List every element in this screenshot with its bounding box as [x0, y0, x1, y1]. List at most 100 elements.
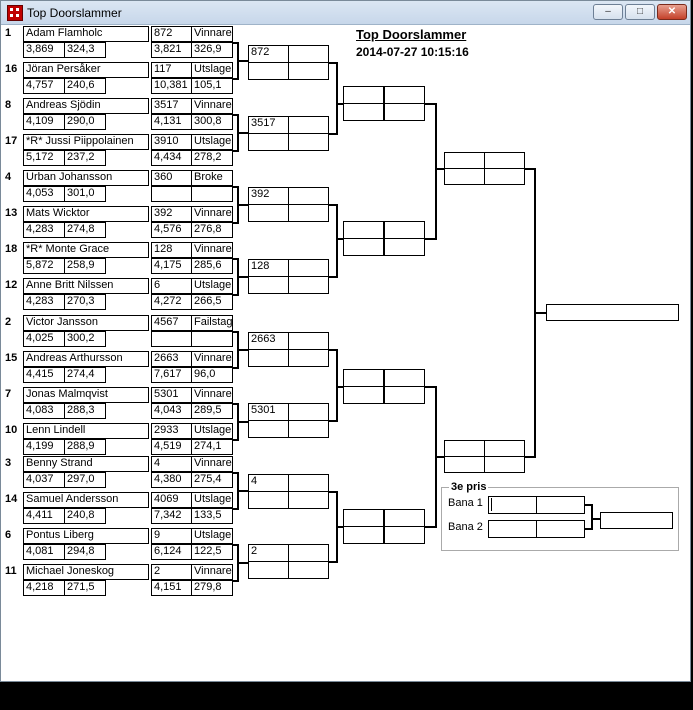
- car-number[interactable]: 9: [151, 528, 192, 544]
- speed-value[interactable]: 240,8: [64, 508, 106, 524]
- elapsed-time[interactable]: 7,342: [151, 508, 192, 524]
- driver-name[interactable]: *R* Monte Grace: [23, 242, 149, 258]
- driver-name[interactable]: Michael Joneskog: [23, 564, 149, 580]
- elapsed-time[interactable]: 4,175: [151, 258, 192, 274]
- driver-name[interactable]: Jonas Malmqvist: [23, 387, 149, 403]
- driver-name[interactable]: Pontus Liberg: [23, 528, 149, 544]
- result-status[interactable]: Vinnare: [191, 98, 233, 114]
- elapsed-time[interactable]: 4,043: [151, 403, 192, 419]
- speed-value[interactable]: 271,5: [64, 580, 106, 596]
- result-status[interactable]: Utslagen: [191, 492, 233, 508]
- speed-value[interactable]: 294,8: [64, 544, 106, 560]
- round2-number[interactable]: 2: [248, 544, 289, 562]
- speed-value[interactable]: 274,8: [64, 222, 106, 238]
- reaction-time[interactable]: 4,083: [23, 403, 65, 419]
- result-status[interactable]: Broke: [191, 170, 233, 186]
- round2-number[interactable]: 128: [248, 259, 289, 277]
- round2-time[interactable]: [288, 474, 329, 492]
- round2-number[interactable]: 2663: [248, 332, 289, 350]
- round2-time-2[interactable]: [288, 491, 329, 509]
- driver-name[interactable]: Victor Jansson: [23, 315, 149, 331]
- result-status[interactable]: Utslagen: [191, 423, 233, 439]
- speed-value[interactable]: 300,2: [64, 331, 106, 347]
- result-status[interactable]: Vinnare: [191, 564, 233, 580]
- speed-value[interactable]: 258,9: [64, 258, 106, 274]
- reaction-time[interactable]: 4,053: [23, 186, 65, 202]
- end-speed[interactable]: [191, 186, 233, 202]
- result-status[interactable]: Vinnare: [191, 206, 233, 222]
- round2-number-2[interactable]: [248, 349, 289, 367]
- result-status[interactable]: Vinnare: [191, 351, 233, 367]
- close-button[interactable]: ✕: [657, 4, 687, 20]
- reaction-time[interactable]: 3,869: [23, 42, 65, 58]
- driver-name[interactable]: Lenn Lindell: [23, 423, 149, 439]
- car-number[interactable]: 4: [151, 456, 192, 472]
- round2-time[interactable]: [288, 187, 329, 205]
- driver-name[interactable]: Adam Flamholc: [23, 26, 149, 42]
- elapsed-time[interactable]: 4,576: [151, 222, 192, 238]
- reaction-time[interactable]: 4,415: [23, 367, 65, 383]
- car-number[interactable]: 392: [151, 206, 192, 222]
- driver-name[interactable]: Anne Britt Nilssen: [23, 278, 149, 294]
- driver-name[interactable]: Andreas Arthursson: [23, 351, 149, 367]
- car-number[interactable]: 2933: [151, 423, 192, 439]
- minimize-button[interactable]: –: [593, 4, 623, 20]
- quarter-time[interactable]: [384, 509, 425, 527]
- driver-name[interactable]: Mats Wicktor: [23, 206, 149, 222]
- reaction-time[interactable]: 4,025: [23, 331, 65, 347]
- quarter-time[interactable]: [384, 221, 425, 239]
- driver-name[interactable]: Urban Johansson: [23, 170, 149, 186]
- quarter-number[interactable]: [343, 86, 384, 104]
- car-number[interactable]: 117: [151, 62, 192, 78]
- round2-time-2[interactable]: [288, 133, 329, 151]
- car-number[interactable]: 3910: [151, 134, 192, 150]
- quarter-number-2[interactable]: [343, 386, 384, 404]
- round2-number-2[interactable]: [248, 62, 289, 80]
- round2-time[interactable]: [288, 403, 329, 421]
- end-speed[interactable]: 276,8: [191, 222, 233, 238]
- round2-time-2[interactable]: [288, 420, 329, 438]
- round2-time[interactable]: [288, 116, 329, 134]
- driver-name[interactable]: Samuel Andersson: [23, 492, 149, 508]
- elapsed-time[interactable]: [151, 186, 192, 202]
- round2-number[interactable]: 4: [248, 474, 289, 492]
- round2-number[interactable]: 3517: [248, 116, 289, 134]
- reaction-time[interactable]: 5,172: [23, 150, 65, 166]
- quarter-time-2[interactable]: [384, 238, 425, 256]
- car-number[interactable]: 2663: [151, 351, 192, 367]
- end-speed[interactable]: 122,5: [191, 544, 233, 560]
- end-speed[interactable]: 278,2: [191, 150, 233, 166]
- car-number[interactable]: 128: [151, 242, 192, 258]
- round2-number-2[interactable]: [248, 420, 289, 438]
- quarter-number-2[interactable]: [343, 238, 384, 256]
- car-number[interactable]: 6: [151, 278, 192, 294]
- reaction-time[interactable]: 4,081: [23, 544, 65, 560]
- reaction-time[interactable]: 4,757: [23, 78, 65, 94]
- semi-time[interactable]: [484, 152, 525, 169]
- bana2-time[interactable]: [536, 520, 585, 538]
- end-speed[interactable]: 274,1: [191, 439, 233, 455]
- round2-time-2[interactable]: [288, 204, 329, 222]
- quarter-number[interactable]: [343, 369, 384, 387]
- result-status[interactable]: Failstage: [191, 315, 233, 331]
- driver-name[interactable]: Benny Strand: [23, 456, 149, 472]
- quarter-time-2[interactable]: [384, 103, 425, 121]
- end-speed[interactable]: 96,0: [191, 367, 233, 383]
- result-status[interactable]: Vinnare: [191, 456, 233, 472]
- final-result[interactable]: [546, 304, 679, 321]
- elapsed-time[interactable]: 4,434: [151, 150, 192, 166]
- end-speed[interactable]: 275,4: [191, 472, 233, 488]
- round2-number-2[interactable]: [248, 133, 289, 151]
- reaction-time[interactable]: 4,109: [23, 114, 65, 130]
- car-number[interactable]: 360: [151, 170, 192, 186]
- round2-number-2[interactable]: [248, 204, 289, 222]
- car-number[interactable]: 4069: [151, 492, 192, 508]
- semi-time[interactable]: [484, 440, 525, 457]
- result-status[interactable]: Utslagen: [191, 278, 233, 294]
- reaction-time[interactable]: 4,283: [23, 222, 65, 238]
- semi-number-2[interactable]: [444, 168, 485, 185]
- car-number[interactable]: 2: [151, 564, 192, 580]
- quarter-number-2[interactable]: [343, 103, 384, 121]
- result-status[interactable]: Vinnare: [191, 387, 233, 403]
- end-speed[interactable]: 300,8: [191, 114, 233, 130]
